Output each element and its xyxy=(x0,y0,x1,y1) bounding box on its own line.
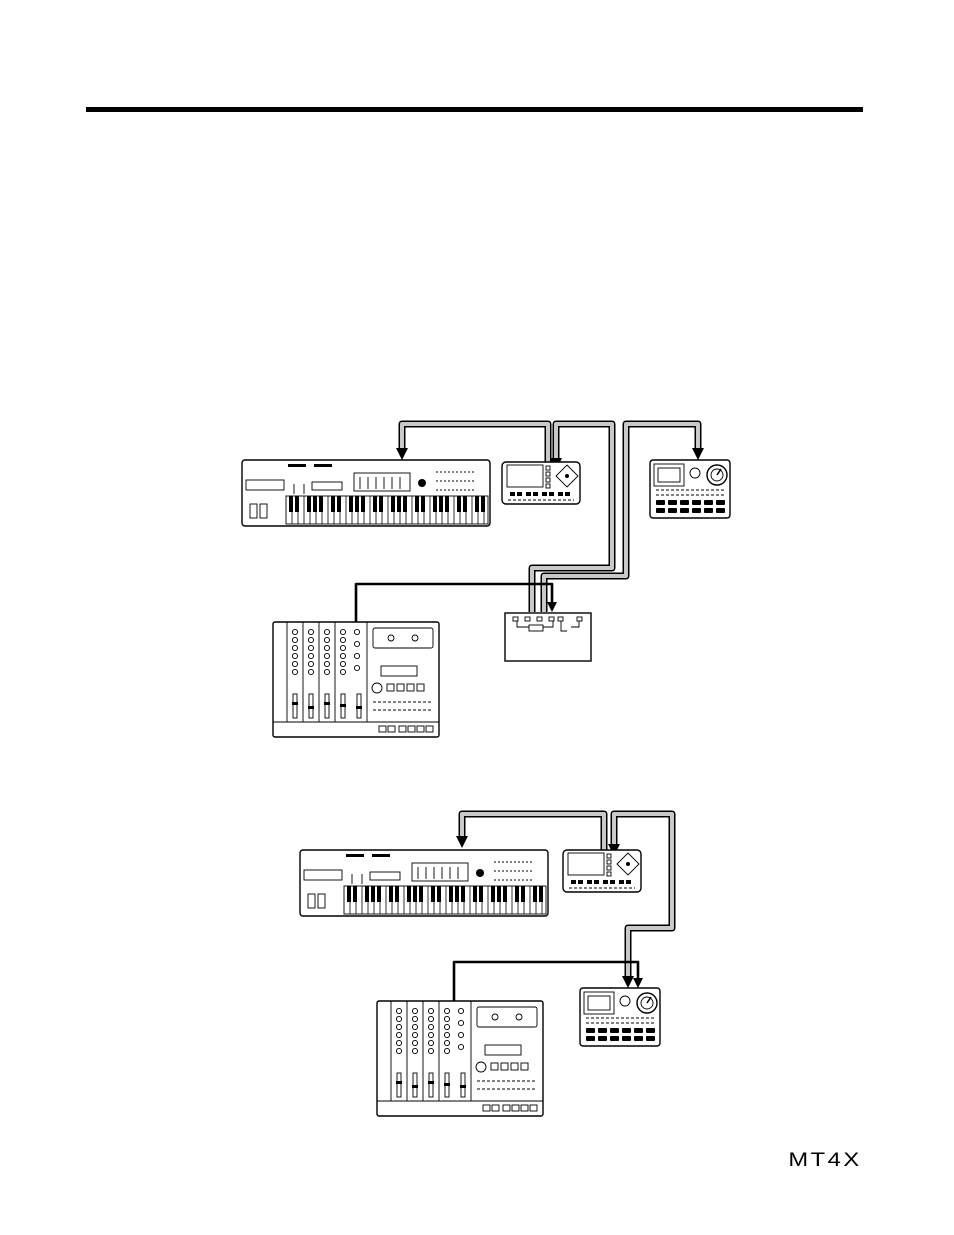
multitrack-recorder-icon xyxy=(377,1001,543,1116)
midi-interface-icon xyxy=(505,613,591,661)
product-logo: MT4X xyxy=(789,1150,862,1172)
sequencer-icon xyxy=(502,462,580,504)
keyboard-icon xyxy=(300,850,548,916)
diagram-2 xyxy=(300,814,672,1116)
sequencer-icon xyxy=(563,850,641,892)
multitrack-recorder-icon xyxy=(273,622,439,737)
drum-machine-icon xyxy=(580,988,660,1046)
keyboard-icon xyxy=(242,460,490,526)
drum-machine-icon xyxy=(650,460,730,518)
diagram-1 xyxy=(242,424,730,737)
